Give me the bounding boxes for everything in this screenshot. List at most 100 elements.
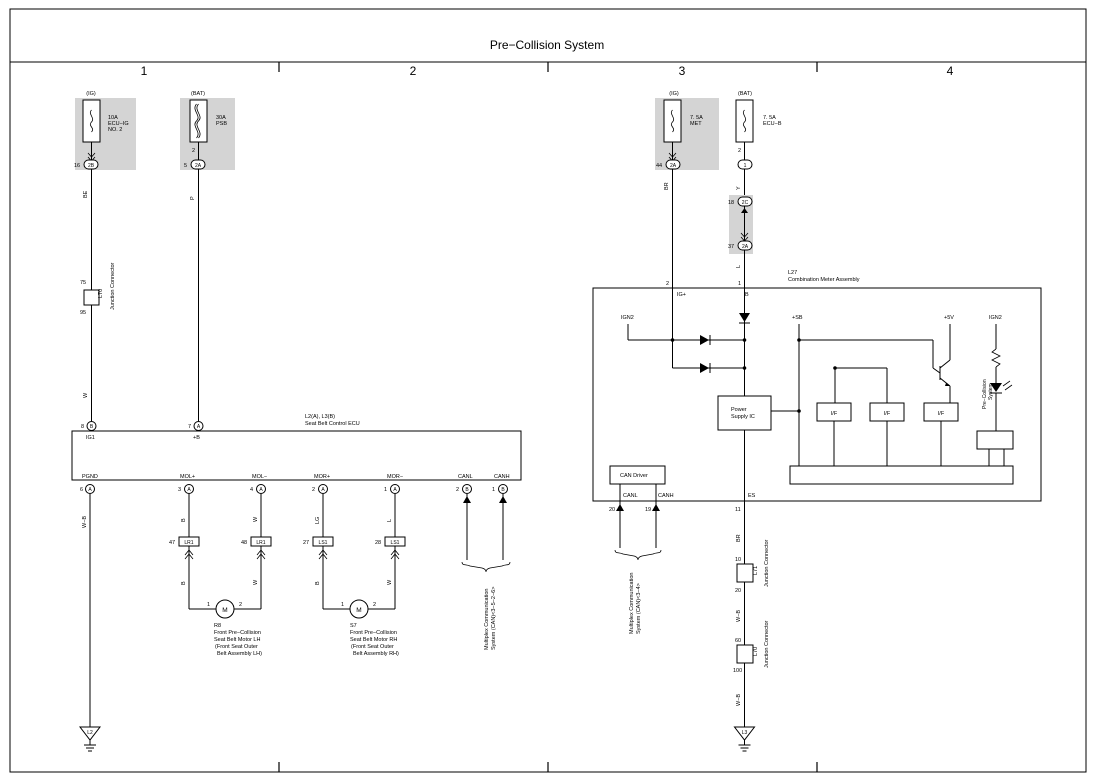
svg-text:ECU−B: ECU−B (763, 121, 782, 127)
wire-label-w-b-1: W−B (82, 516, 88, 528)
page-title: Pre−Collision System (490, 38, 604, 52)
wire-label-l: L (736, 265, 742, 268)
svg-text:B: B (181, 518, 187, 522)
svg-text:L70: L70 (98, 289, 104, 298)
fuse-ecu-b: (BAT) 7. 5A ECU−B 2 1 (735, 91, 782, 170)
svg-text:A: A (197, 424, 201, 430)
svg-text:Belt Assembly RH): Belt Assembly RH) (353, 651, 399, 657)
svg-text:MET: MET (690, 121, 702, 127)
svg-text:2: 2 (192, 148, 195, 154)
svg-text:1: 1 (384, 487, 387, 493)
svg-text:W: W (253, 516, 259, 522)
svg-text:A: A (187, 487, 191, 493)
svg-text:S7: S7 (350, 623, 357, 629)
wire-label-br-2: BR (736, 534, 742, 542)
svg-text:18: 18 (728, 200, 734, 206)
svg-text:B: B (90, 424, 94, 430)
svg-text:2A: 2A (670, 163, 677, 169)
column-ticks (278, 62, 818, 772)
svg-text:W: W (387, 579, 393, 585)
svg-text:100: 100 (733, 668, 742, 674)
svg-text:2A: 2A (742, 244, 749, 250)
svg-text:B: B (745, 292, 749, 298)
svg-text:L2(A), L3(B): L2(A), L3(B) (305, 414, 335, 420)
motor-lh-circuit: B W LR1 47 LR1 48 B W M 1 2 R8 Front Pre… (169, 494, 272, 657)
svg-text:IG+: IG+ (677, 292, 686, 298)
column-2: 2 (410, 64, 417, 78)
svg-text:CANH: CANH (494, 474, 510, 480)
column-4: 4 (947, 64, 954, 78)
wire-label-w-b-2: W−B (736, 610, 742, 622)
svg-text:I/F: I/F (884, 411, 891, 417)
svg-text:7. 5A: 7. 5A (763, 115, 776, 121)
svg-text:3: 3 (178, 487, 181, 493)
svg-text:A: A (259, 487, 263, 493)
svg-text:1: 1 (207, 602, 210, 608)
svg-text:5: 5 (184, 163, 187, 169)
svg-text:95: 95 (80, 310, 86, 316)
svg-text:PGND: PGND (82, 474, 98, 480)
svg-text:PSB: PSB (216, 121, 227, 127)
svg-text:Seat Belt Motor RH: Seat Belt Motor RH (350, 637, 397, 643)
wire-label-y: Y (736, 186, 742, 190)
wire-label-w: W (83, 392, 89, 398)
column-1: 1 (141, 64, 148, 78)
wire-label-br: BR (664, 182, 670, 190)
svg-text:M: M (222, 607, 227, 614)
svg-text:Front Pre−Collision: Front Pre−Collision (350, 630, 397, 636)
svg-text:16: 16 (74, 163, 80, 169)
svg-text:2: 2 (312, 487, 315, 493)
svg-text:7. 5A: 7. 5A (690, 115, 703, 121)
svg-text:Belt Assembly LH): Belt Assembly LH) (217, 651, 262, 657)
svg-text:1: 1 (341, 602, 344, 608)
svg-text:Multiplex Communication: Multiplex Communication (629, 573, 635, 634)
svg-text:60: 60 (735, 638, 741, 644)
wire-label-p: P (190, 196, 196, 200)
fuse-ecu-ig-no2: (IG) 10A ECU−IG NO. 2 2B 16 (74, 91, 136, 170)
svg-text:Supply IC: Supply IC (731, 414, 755, 420)
fuse-psb: (BAT) 30A PSB 2 2A 5 (180, 91, 235, 170)
svg-text:Junction Connector: Junction Connector (764, 620, 770, 668)
svg-text:(Front Seat Outer: (Front Seat Outer (215, 644, 258, 650)
svg-text:CAN Driver: CAN Driver (620, 473, 648, 479)
svg-text:+SB: +SB (792, 315, 803, 321)
junction-l70-top: 75 95 L70 Junction Connector (80, 262, 116, 316)
svg-text:2: 2 (456, 487, 459, 493)
svg-text:Power: Power (731, 407, 747, 413)
svg-text:Front Pre−Collision: Front Pre−Collision (214, 630, 261, 636)
svg-text:LR1: LR1 (184, 540, 193, 546)
svg-text:47: 47 (169, 540, 175, 546)
svg-text:20: 20 (735, 588, 741, 594)
column-3: 3 (679, 64, 686, 78)
svg-text:19: 19 (645, 507, 651, 513)
svg-text:CANH: CANH (658, 493, 674, 499)
svg-text:L2: L2 (87, 730, 93, 736)
svg-text:2B: 2B (88, 163, 95, 169)
svg-text:(IG): (IG) (669, 91, 679, 97)
svg-text:CANL: CANL (458, 474, 473, 480)
svg-text:10A: 10A (108, 115, 118, 121)
svg-text:20: 20 (609, 507, 615, 513)
svg-text:4: 4 (250, 487, 253, 493)
junction-l70-bottom: 60 100 L70 Junction Connector (733, 620, 770, 674)
svg-text:48: 48 (241, 540, 247, 546)
svg-text:L70: L70 (753, 647, 759, 656)
svg-text:W: W (253, 579, 259, 585)
svg-text:75: 75 (80, 280, 86, 286)
svg-text:+B: +B (193, 435, 200, 441)
svg-text:Combination Meter Assembly: Combination Meter Assembly (788, 277, 860, 283)
svg-text:Pre−Collision: Pre−Collision (982, 379, 988, 409)
junction-2c: 2C 18 2A 37 (728, 195, 753, 254)
can-ecu-lines: Multiplex Communication System (CAN)<3−5… (461, 494, 511, 650)
wire-label-w-b-3: W−B (736, 694, 742, 706)
svg-text:Seat Belt Motor LH: Seat Belt Motor LH (214, 637, 260, 643)
svg-text:System (CAN)<3−5−2−6>: System (CAN)<3−5−2−6> (491, 587, 497, 650)
svg-text:10: 10 (735, 557, 741, 563)
svg-text:Junction Connector: Junction Connector (764, 539, 770, 587)
svg-text:M: M (356, 607, 361, 614)
svg-text:2A: 2A (195, 163, 202, 169)
svg-text:30A: 30A (216, 115, 226, 121)
svg-text:(BAT): (BAT) (191, 91, 205, 97)
combination-meter-assembly: L27 Combination Meter Assembly 2 1 IG+ B… (592, 270, 1042, 513)
